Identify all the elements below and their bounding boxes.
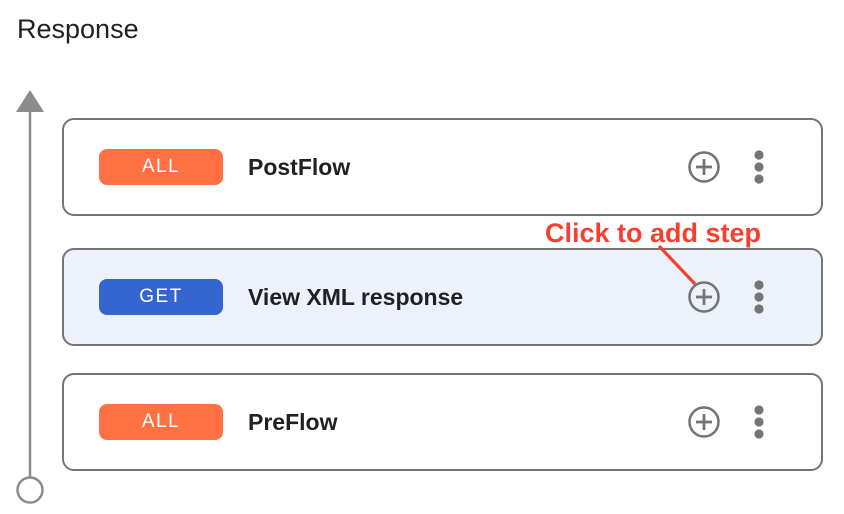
- more-options-button[interactable]: [753, 150, 765, 184]
- annotation-text: Click to add step: [545, 218, 762, 248]
- method-badge: ALL: [99, 404, 223, 440]
- more-options-button[interactable]: [753, 280, 765, 314]
- arrow-up-line-icon: [16, 90, 44, 504]
- page-title: Response: [17, 14, 139, 44]
- method-badge: ALL: [99, 149, 223, 185]
- plus-circle-icon: [688, 281, 720, 313]
- kebab-menu-icon: [754, 405, 764, 439]
- add-step-button[interactable]: [687, 280, 721, 314]
- flow-name: PreFlow: [248, 408, 338, 435]
- plus-circle-icon: [688, 406, 720, 438]
- flow-card-postflow[interactable]: ALL PostFlow: [62, 118, 823, 216]
- flow-card-preflow[interactable]: ALL PreFlow: [62, 373, 823, 471]
- kebab-menu-icon: [754, 280, 764, 314]
- more-options-button[interactable]: [753, 405, 765, 439]
- flow-card-view-xml-response[interactable]: GET View XML response: [62, 248, 823, 346]
- flow-name: View XML response: [248, 283, 464, 310]
- add-step-button[interactable]: [687, 150, 721, 184]
- plus-circle-icon: [688, 151, 720, 183]
- kebab-menu-icon: [754, 150, 764, 184]
- flow-name: PostFlow: [248, 153, 351, 180]
- add-step-button[interactable]: [687, 405, 721, 439]
- method-badge: GET: [99, 279, 223, 315]
